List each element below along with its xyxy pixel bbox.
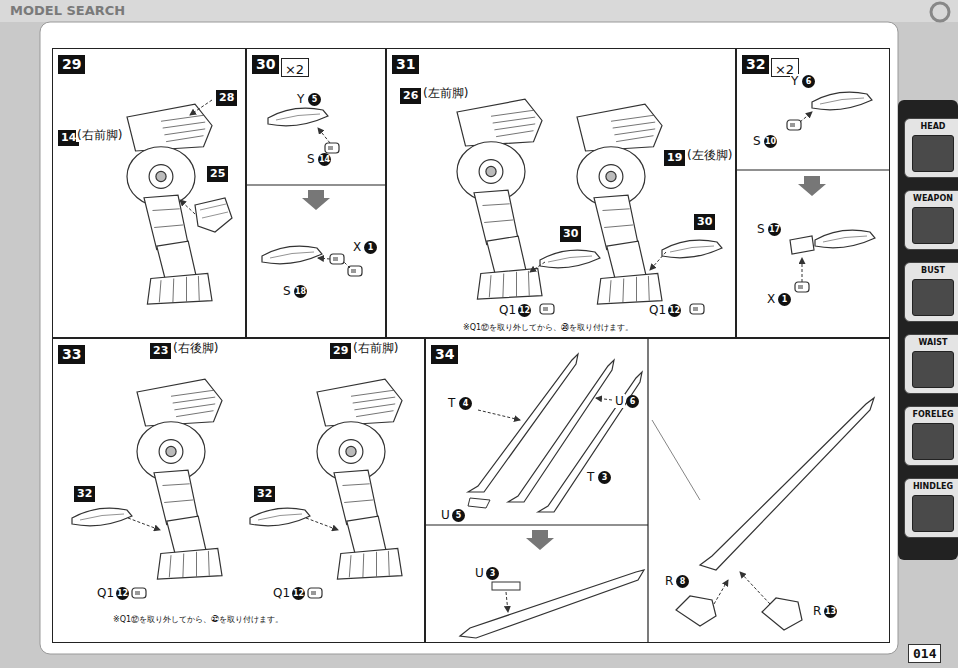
assembly-note: ※Q1⑫を取り外してから、㉜を取り付けます。 (112, 614, 284, 625)
step-panel: 32×2 (736, 48, 890, 338)
part-number: 6 (626, 395, 639, 408)
callout-number: 32 (74, 486, 95, 502)
part-letter: S (756, 222, 766, 236)
callout-number: 28 (216, 90, 237, 106)
quantity: ×2 (285, 62, 304, 77)
callout-number: 25 (207, 166, 228, 182)
part-number: 5 (308, 93, 321, 106)
section-tab: BUST (904, 262, 958, 322)
tab-label: WEAPON (905, 191, 958, 205)
section-tab: WEAPON (904, 190, 958, 250)
part-letter: R (812, 604, 822, 618)
section-tab: WAIST (904, 334, 958, 394)
tab-label: BUST (905, 263, 958, 277)
tab-label: HINDLEG (905, 479, 958, 493)
callout-number: 26 (400, 88, 421, 104)
callout-number: 19 (664, 150, 685, 166)
callout-number: 32 (254, 486, 275, 502)
part-letter: Q1 (272, 586, 291, 600)
part-name: (右前脚) (76, 128, 123, 142)
part-letter: U (614, 394, 625, 408)
assembly-note: ※Q1⑫を取り外してから、㉚を取り付けます。 (462, 322, 634, 333)
part-letter: T (586, 470, 595, 484)
part-number: 14 (318, 153, 331, 166)
part-number: 13 (824, 605, 837, 618)
step-panel: 34 (425, 338, 890, 643)
tab-label: HEAD (905, 119, 958, 133)
page-number: 014 (908, 644, 941, 663)
part-letter: X (766, 292, 776, 306)
part-letter: Q1 (498, 303, 517, 317)
part-number: 5 (452, 509, 465, 522)
part-number: 4 (459, 397, 472, 410)
step-panel: 30 ×2 (246, 48, 386, 338)
part-letter: Q1 (96, 586, 115, 600)
part-letter: T (447, 396, 456, 410)
step-number: 32 (742, 55, 769, 74)
part-letter: U (440, 508, 451, 522)
tab-label: WAIST (905, 335, 958, 349)
part-name: (左前脚) (422, 86, 469, 100)
part-number: 10 (764, 135, 777, 148)
part-letter: S (306, 152, 316, 166)
part-number: 1 (364, 241, 377, 254)
part-number: 17 (768, 223, 781, 236)
callout-number: 30 (694, 214, 715, 230)
part-number: 1 (778, 293, 791, 306)
tab-label: FORELEG (905, 407, 958, 421)
part-number: 18 (294, 285, 307, 298)
part-number: 3 (486, 567, 499, 580)
callout-number: 29 (330, 343, 351, 359)
part-number: 8 (676, 575, 689, 588)
part-number: 12 (668, 304, 681, 317)
step-number: 30 (252, 55, 279, 74)
part-number: 12 (518, 304, 531, 317)
part-number: 6 (802, 75, 815, 88)
section-tab: FORELEG (904, 406, 958, 466)
quantity-box: ×2 (281, 58, 309, 77)
callout-number: 23 (150, 343, 171, 359)
section-tab: HINDLEG (904, 478, 958, 538)
part-name: (左後脚) (686, 148, 733, 162)
step-number: 31 (392, 55, 419, 74)
step-number: 29 (58, 55, 85, 74)
callout-number: 30 (560, 226, 581, 242)
part-number: 3 (598, 471, 611, 484)
part-letter: Y (296, 92, 305, 106)
part-letter: Q1 (648, 303, 667, 317)
part-letter: S (752, 134, 762, 148)
part-number: 12 (292, 587, 305, 600)
part-letter: X (352, 240, 362, 254)
part-letter: Y (790, 74, 799, 88)
step-number: 34 (431, 345, 458, 364)
part-letter: S (282, 284, 292, 298)
part-name: (右後脚) (172, 341, 219, 355)
part-number: 12 (116, 587, 129, 600)
watermark: MODEL SEARCH (10, 3, 125, 19)
part-letter: R (664, 574, 674, 588)
step-number: 33 (58, 345, 85, 364)
section-tab: HEAD (904, 118, 958, 178)
part-letter: U (474, 566, 485, 580)
part-name: (右前脚) (352, 341, 399, 355)
